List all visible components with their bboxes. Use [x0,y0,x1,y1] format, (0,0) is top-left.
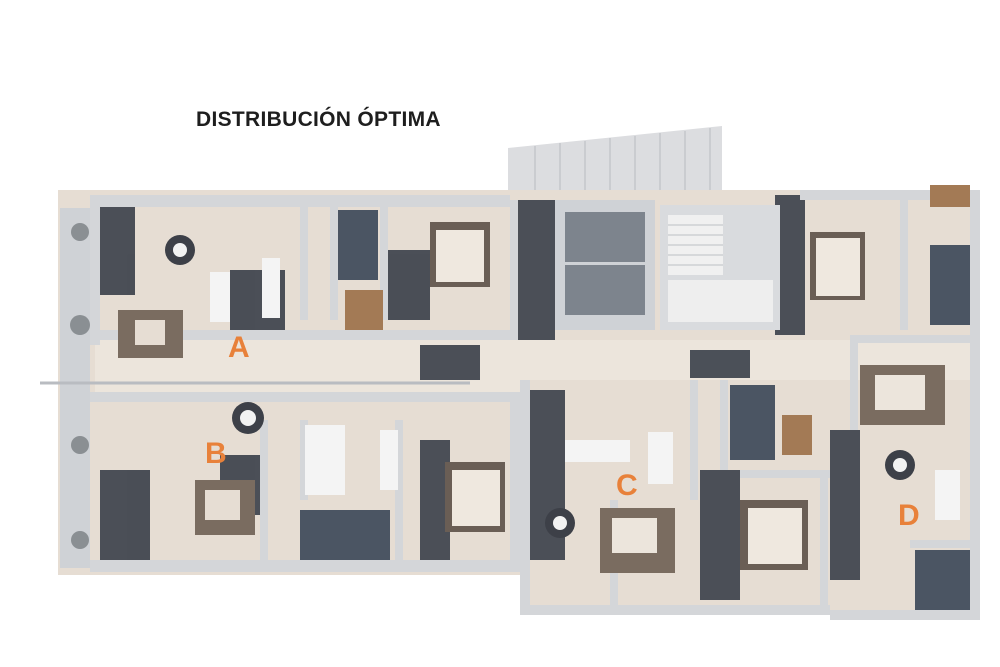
bedrooms [430,222,865,570]
living-areas [118,310,945,573]
kitchens [210,258,960,520]
unit-label-a: A [228,331,250,364]
walls-unit-a [90,195,518,345]
left-balcony [60,208,90,568]
bathrooms [300,185,970,610]
walls-unit-d [800,190,980,620]
stair-core [555,200,780,330]
walls-unit-b [90,392,520,572]
balcony-plants [70,223,90,549]
plan-title: DISTRIBUCIÓN ÓPTIMA [196,108,441,131]
unit-label-d: D [898,499,920,532]
roof-stair-steps [534,128,711,190]
central-corridor [95,340,980,392]
roof-stair-structure [508,126,722,190]
dining-tables [173,243,907,530]
unit-label-c: C [616,469,638,502]
unit-label-b: B [205,437,227,470]
